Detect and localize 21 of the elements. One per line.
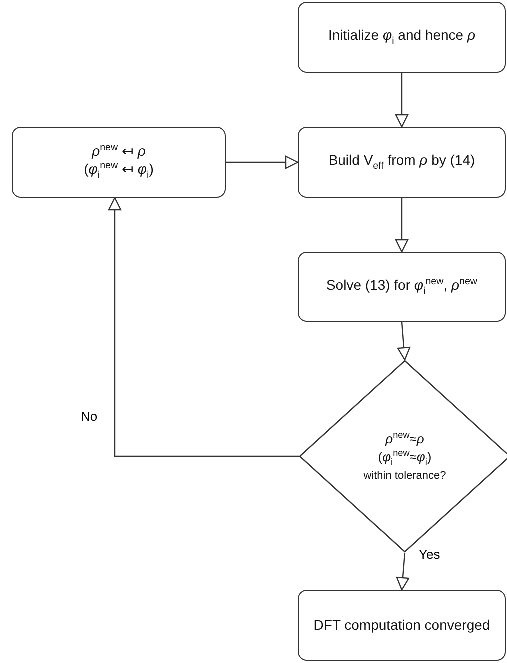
node-text: ρ$^{new}$≈ρ — [386, 430, 424, 448]
node-text: Solve (13) for φ$_{i}$$^{new}$, ρ$^{new}$ — [326, 276, 478, 298]
node-text: Build V$_{eff}$ from ρ by (14) — [328, 151, 476, 174]
node-text: within tolerance? — [364, 468, 446, 484]
arrow — [397, 322, 411, 361]
node-text: DFT computation converged — [314, 616, 490, 635]
edge-label: Yes — [419, 547, 440, 562]
process-box — [298, 252, 506, 322]
node-text: (φ$_{i}$$^{new}$≈φ$_{i}$) — [378, 448, 432, 469]
process-box — [298, 127, 506, 198]
arrow — [396, 552, 410, 591]
arrow — [395, 198, 409, 253]
arrow — [395, 73, 409, 128]
process-box — [298, 590, 506, 661]
node-text: (φ$_{i}$$^{new}$ ↤ φ$_{i}$) — [84, 160, 154, 183]
process-box — [298, 2, 506, 73]
arrow — [108, 197, 299, 458]
process-box — [12, 127, 226, 198]
node-text: ρ$^{new}$ ↤ ρ — [92, 142, 146, 160]
node-text: Initialize φ$_{i}$ and hence ρ — [328, 26, 476, 49]
arrow — [226, 156, 299, 170]
